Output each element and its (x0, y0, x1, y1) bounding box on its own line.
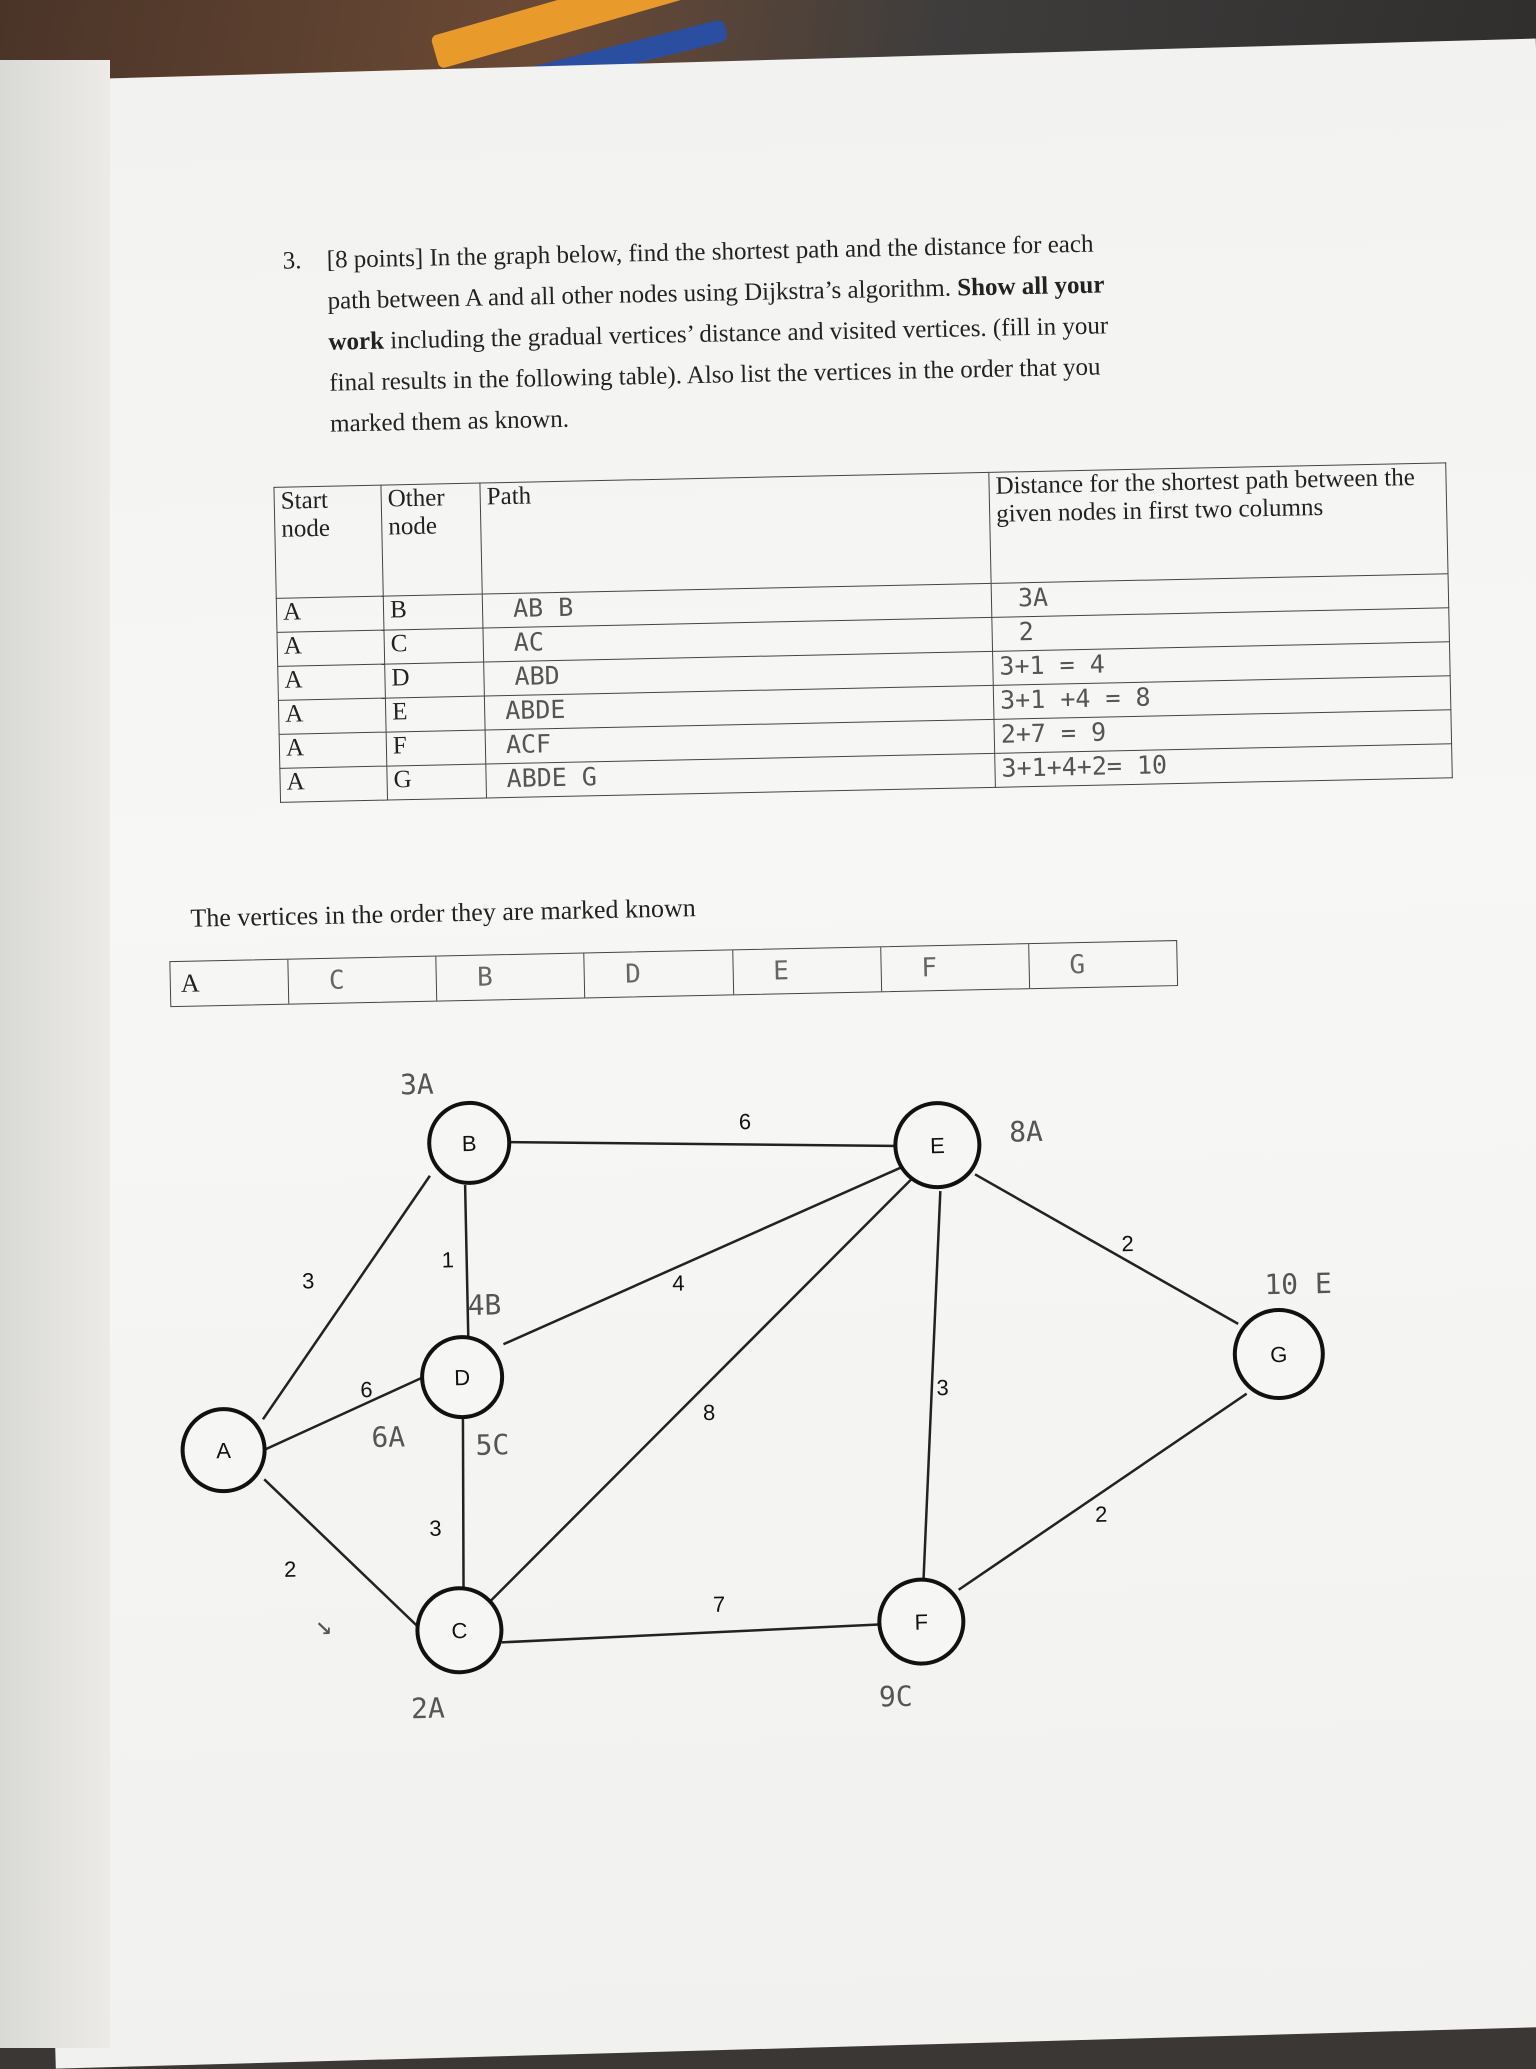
cell-other: G (386, 764, 487, 801)
annotation-b: 3A (400, 1068, 435, 1102)
annotation-c: 2A (411, 1692, 446, 1726)
page-fold-shadow (0, 60, 110, 2048)
known-order-row: A C B D E F G (169, 940, 1179, 1008)
cell-other: D (384, 662, 485, 699)
question-line-2: path between A and all other nodes using… (327, 274, 952, 315)
cell-other: E (385, 696, 486, 733)
cell-other: B (383, 594, 483, 631)
known-cell: D (583, 950, 733, 998)
graph-node-f: F (877, 1577, 966, 1666)
graph-node-a: A (180, 1407, 267, 1494)
weight-dc: 3 (429, 1516, 442, 1541)
cell-start: A (279, 766, 388, 803)
weight-be: 6 (739, 1109, 752, 1134)
known-order-label: The vertices in the order they are marke… (190, 893, 697, 933)
weight-eg: 2 (1121, 1231, 1134, 1256)
annotation-d-right: 5C (475, 1428, 509, 1462)
edge-cf (501, 1623, 882, 1644)
graph-node-d: D (420, 1335, 505, 1420)
node-label-e: E (930, 1133, 945, 1158)
question-text: 3. [8 points] In the graph below, find t… (282, 219, 1332, 438)
question-emphasis-2: work (328, 327, 385, 356)
question-line-4: final results in the following table). A… (329, 353, 1101, 397)
graph-node-e: E (893, 1101, 982, 1190)
weight-ac: 2 (284, 1557, 297, 1582)
question-line-1: [8 points] In the graph below, find the … (326, 230, 1094, 274)
cell-other: F (386, 730, 486, 767)
edge-eg (974, 1173, 1239, 1325)
header-path: Path (479, 472, 992, 595)
header-start-node: Start node (273, 485, 384, 599)
weight-bd: 1 (441, 1247, 454, 1272)
node-label-c: C (451, 1618, 468, 1643)
cell-other: C (383, 628, 484, 665)
edge-de (502, 1164, 906, 1346)
graph-node-c: C (415, 1586, 504, 1675)
question-line-3: including the gradual vertices’ distance… (389, 312, 1109, 355)
graph-node-g: G (1232, 1308, 1325, 1401)
node-label-d: D (454, 1365, 470, 1390)
node-label-g: G (1270, 1342, 1288, 1367)
node-label-f: F (914, 1609, 928, 1634)
known-cell: G (1028, 941, 1178, 989)
edge-ef (922, 1191, 942, 1581)
edge-ab (261, 1175, 431, 1421)
graph-diagram: A B C D E F G (180, 1068, 1332, 1726)
cell-start: A (277, 664, 386, 701)
cell-start: A (279, 732, 387, 769)
edge-be (509, 1140, 898, 1148)
results-table: Start node Other node Path Distance for … (273, 462, 1453, 803)
cell-start: A (276, 596, 384, 633)
node-label-b: B (462, 1131, 477, 1156)
weight-ce: 8 (703, 1400, 716, 1425)
header-other-node: Other node (380, 483, 483, 597)
known-cell: E (731, 947, 881, 995)
edge-bd (463, 1184, 470, 1338)
edge-dc (461, 1415, 465, 1588)
edge-ac (263, 1478, 419, 1628)
cell-start: A (278, 698, 387, 735)
annotation-a-arrow: ↘ (315, 1608, 333, 1641)
question-number: 3. (282, 247, 302, 275)
known-cell: F (879, 944, 1029, 992)
annotation-d-top: 4B (467, 1288, 501, 1322)
weight-cf: 7 (713, 1592, 726, 1617)
weight-ef: 3 (936, 1375, 949, 1400)
edge-ce (486, 1174, 916, 1606)
question-emphasis-1: Show all your (956, 271, 1105, 302)
annotation-f: 9C (879, 1680, 913, 1714)
known-cell: C (287, 956, 437, 1004)
weight-ad: 6 (360, 1377, 373, 1402)
annotation-e: 8A (1009, 1115, 1044, 1149)
header-distance: Distance for the shortest path between t… (988, 462, 1449, 584)
question-line-5: marked them as known. (329, 405, 570, 438)
edge-ad (265, 1374, 427, 1451)
graph-node-b: B (427, 1100, 512, 1185)
weight-de: 4 (672, 1270, 685, 1295)
annotation-g: 10 E (1264, 1267, 1332, 1301)
known-cell: A (180, 968, 200, 998)
annotation-d-left: 6A (371, 1420, 406, 1454)
graph-edges (261, 1140, 1248, 1644)
weight-ab: 3 (302, 1268, 315, 1293)
edge-fg (957, 1392, 1248, 1591)
known-cell: B (435, 953, 585, 1001)
node-label-a: A (216, 1438, 232, 1463)
cell-start: A (276, 630, 385, 667)
weight-fg: 2 (1095, 1502, 1108, 1527)
